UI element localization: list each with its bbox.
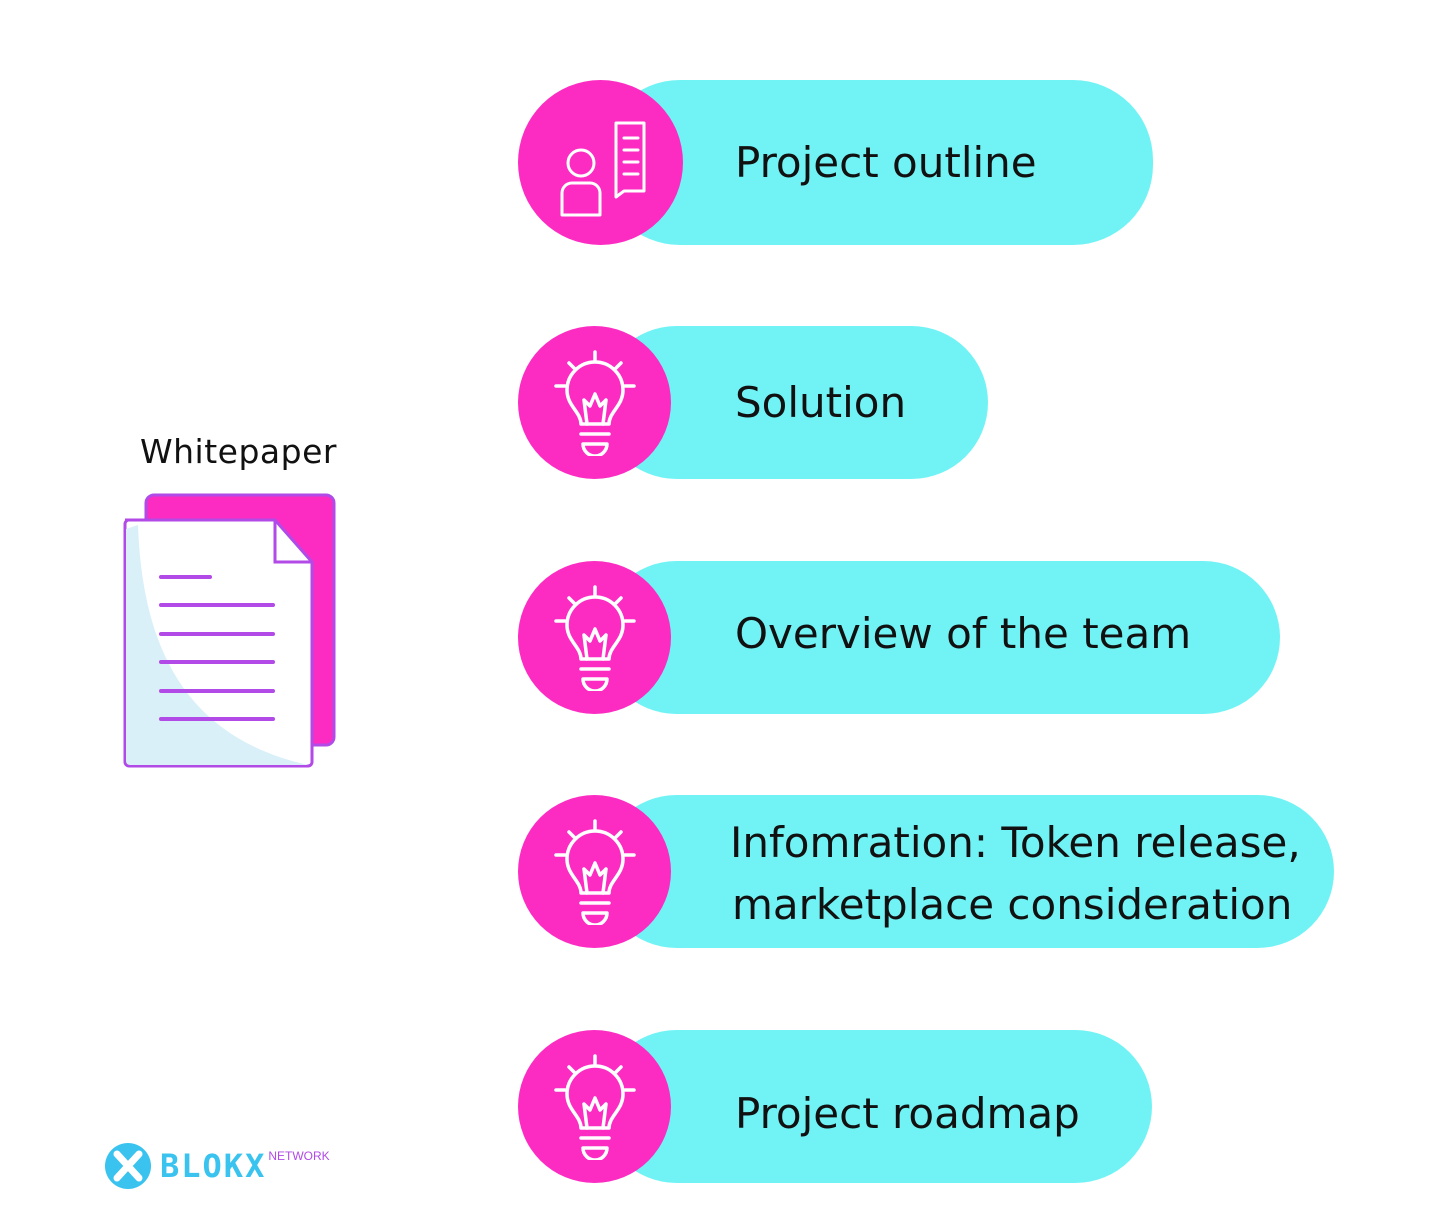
item-label-line2: marketplace consideration (732, 880, 1293, 929)
lightbulb-icon (518, 561, 671, 714)
item-label-line1: Infomration: Token release, (730, 818, 1301, 867)
brand-x-icon (105, 1143, 151, 1189)
item-label: Solution (735, 378, 907, 427)
brand-logo: BLOKX NETWORK (104, 1142, 330, 1190)
whitepaper-title: Whitepaper (140, 432, 337, 471)
brand-name: BLOKX (160, 1147, 267, 1185)
pill-background (600, 561, 1280, 714)
lightbulb-icon (518, 1030, 671, 1183)
document-icon (118, 490, 340, 776)
item-label: Project outline (735, 138, 1037, 187)
pill-background (600, 795, 1334, 948)
item-label: Project roadmap (735, 1089, 1080, 1138)
item-label: Overview of the team (735, 609, 1192, 658)
brand-suffix: NETWORK (268, 1149, 330, 1163)
lightbulb-icon (518, 326, 671, 479)
pill-background (600, 80, 1153, 245)
pill-background (600, 1030, 1152, 1183)
presenter-icon (518, 80, 683, 245)
lightbulb-icon (518, 795, 671, 948)
